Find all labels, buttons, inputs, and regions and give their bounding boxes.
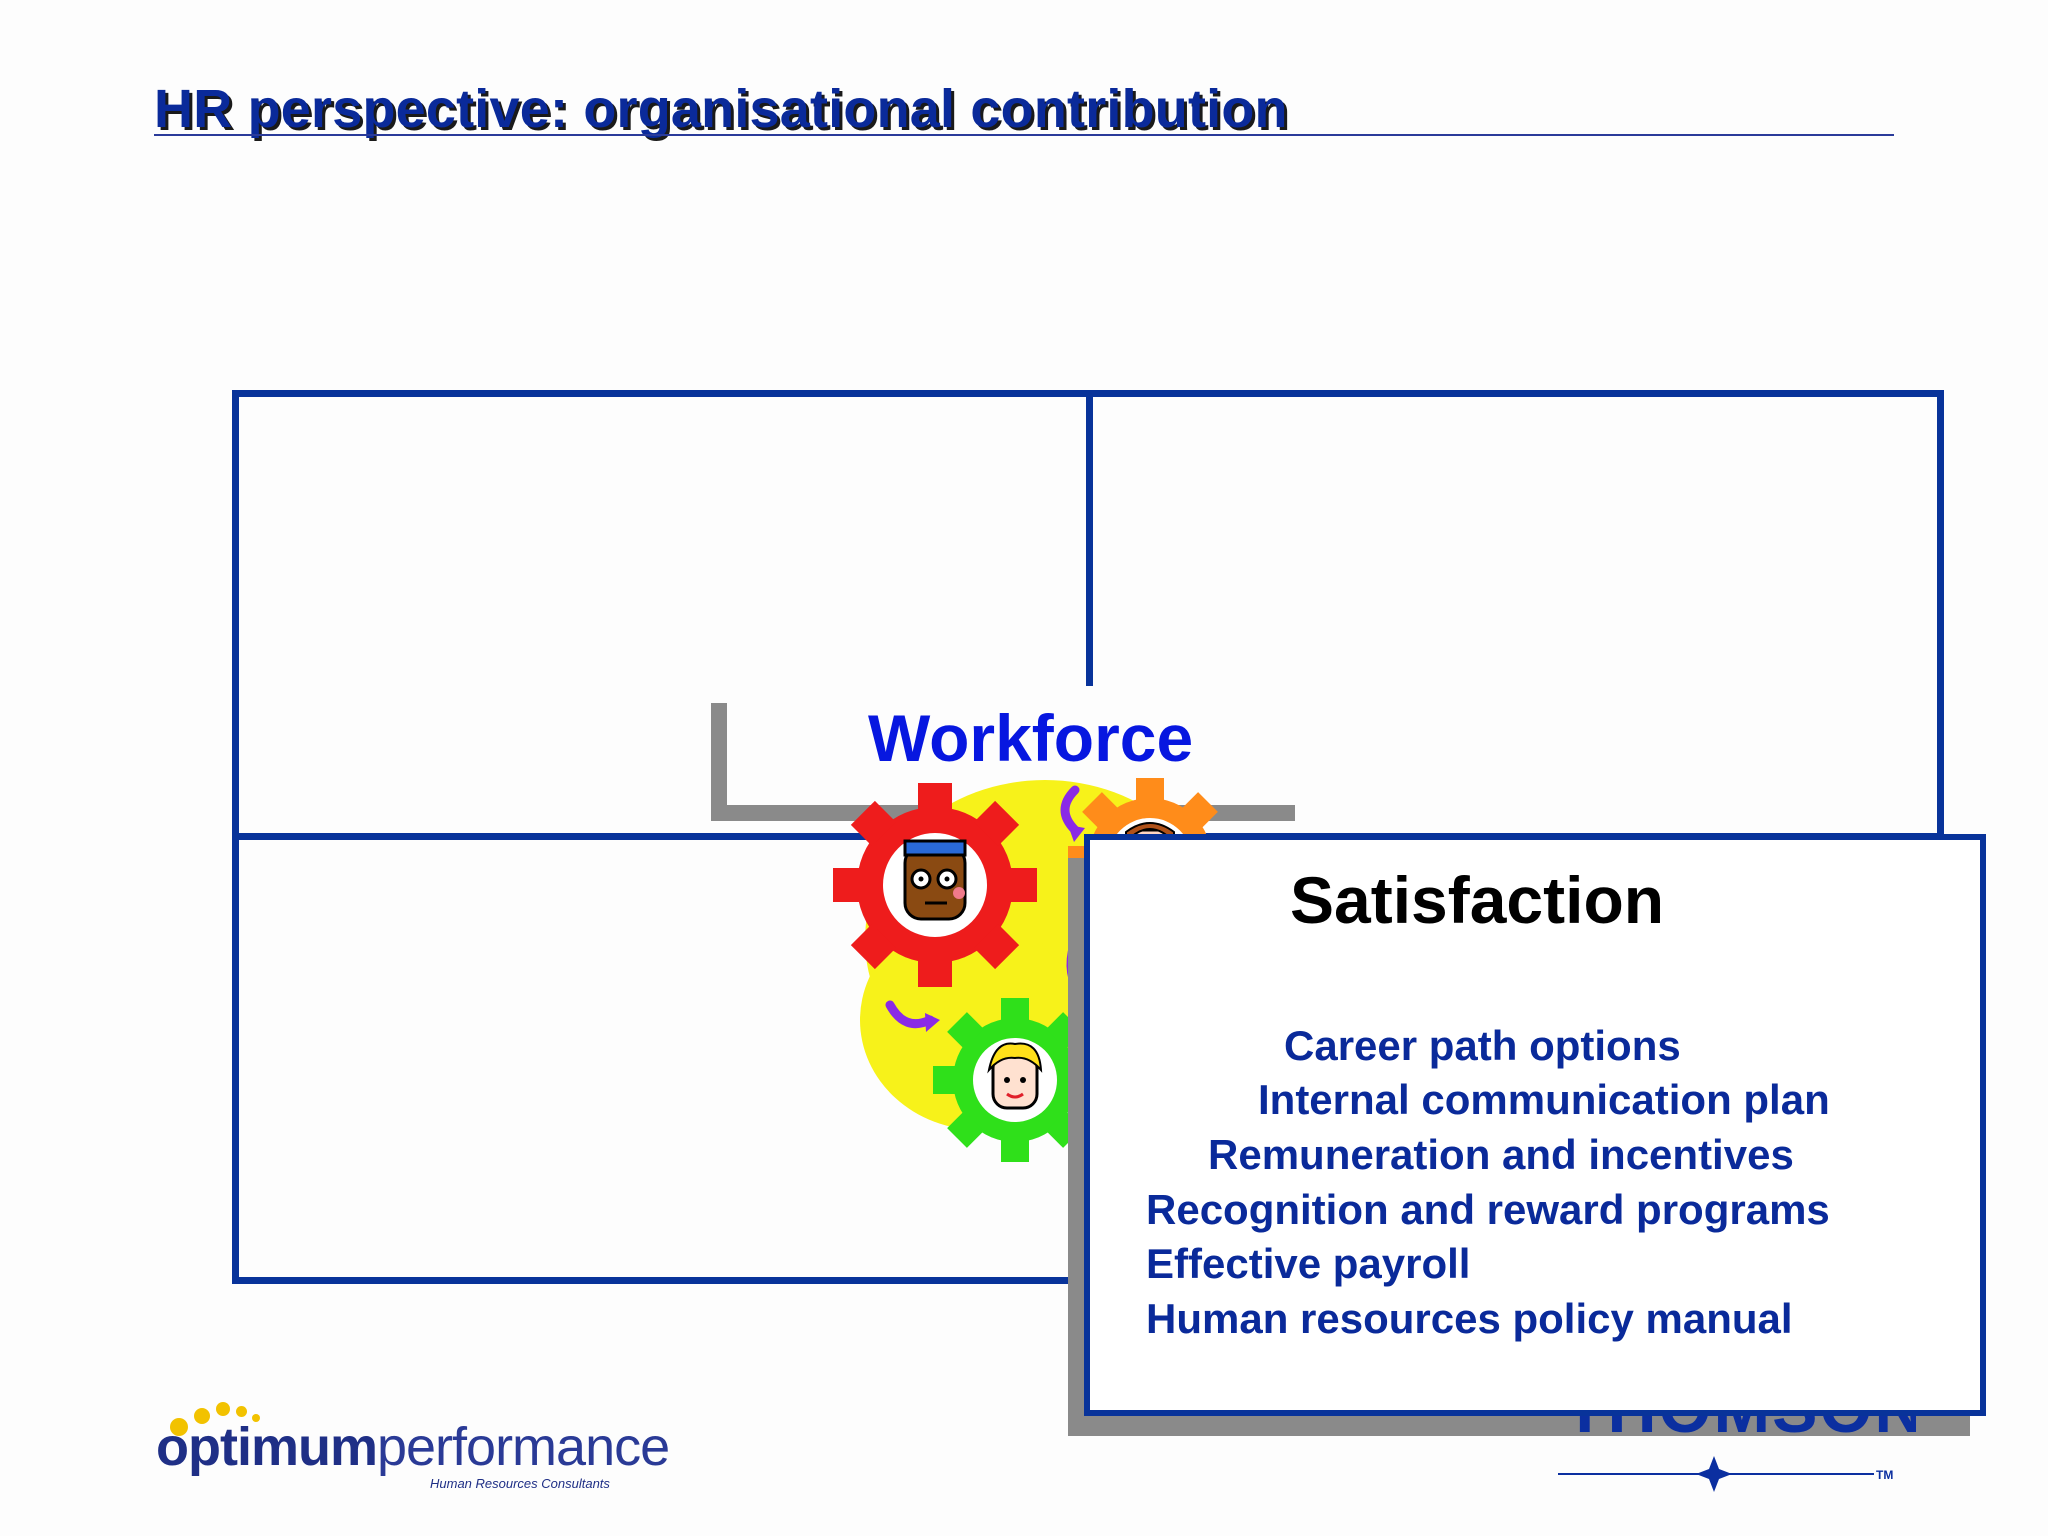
callout-item: Internal communication plan — [1258, 1076, 1830, 1123]
callout-title: Satisfaction — [1290, 863, 1665, 937]
person-face-icon — [903, 839, 967, 921]
logo-dot — [236, 1406, 247, 1417]
thomson-line-star — [1558, 1456, 1874, 1492]
logo-dot — [194, 1408, 210, 1424]
callout-item: Human resources policy manual — [1146, 1295, 1793, 1342]
logo-word-light: performance — [376, 1417, 670, 1477]
person-face-icon — [987, 1042, 1043, 1110]
gear-red-icon — [833, 783, 1037, 987]
workforce-label: Workforce — [868, 701, 1194, 775]
slide-title: HR perspective: organisational contribut… — [154, 79, 1288, 139]
callout-item: Effective payroll — [1146, 1240, 1471, 1287]
satisfaction-callout — [1084, 834, 1986, 1416]
logo-wordmark: optimumperformance — [156, 1416, 670, 1478]
star-icon — [1696, 1456, 1732, 1492]
callout-overlap-cover — [1084, 1380, 1986, 1416]
callout-item: Career path options — [1284, 1022, 1681, 1069]
logo-dot — [216, 1402, 230, 1416]
logo-dot — [170, 1418, 188, 1436]
logo-dot — [252, 1414, 260, 1422]
thomson-logo: THOMSON TM — [1556, 1404, 1916, 1504]
center-shadow-vertical — [711, 703, 727, 821]
thomson-tm: TM — [1876, 1468, 1894, 1482]
callout-item: Remuneration and incentives — [1208, 1131, 1794, 1178]
logo-tagline: Human Resources Consultants — [430, 1476, 610, 1491]
logo-word-bold: optimum — [156, 1417, 378, 1477]
callout-item: Recognition and reward programs — [1146, 1186, 1830, 1233]
optimum-performance-logo: optimumperformance Human Resources Consu… — [156, 1402, 670, 1492]
gear-green-icon — [933, 998, 1097, 1162]
title-rule — [154, 134, 1894, 136]
